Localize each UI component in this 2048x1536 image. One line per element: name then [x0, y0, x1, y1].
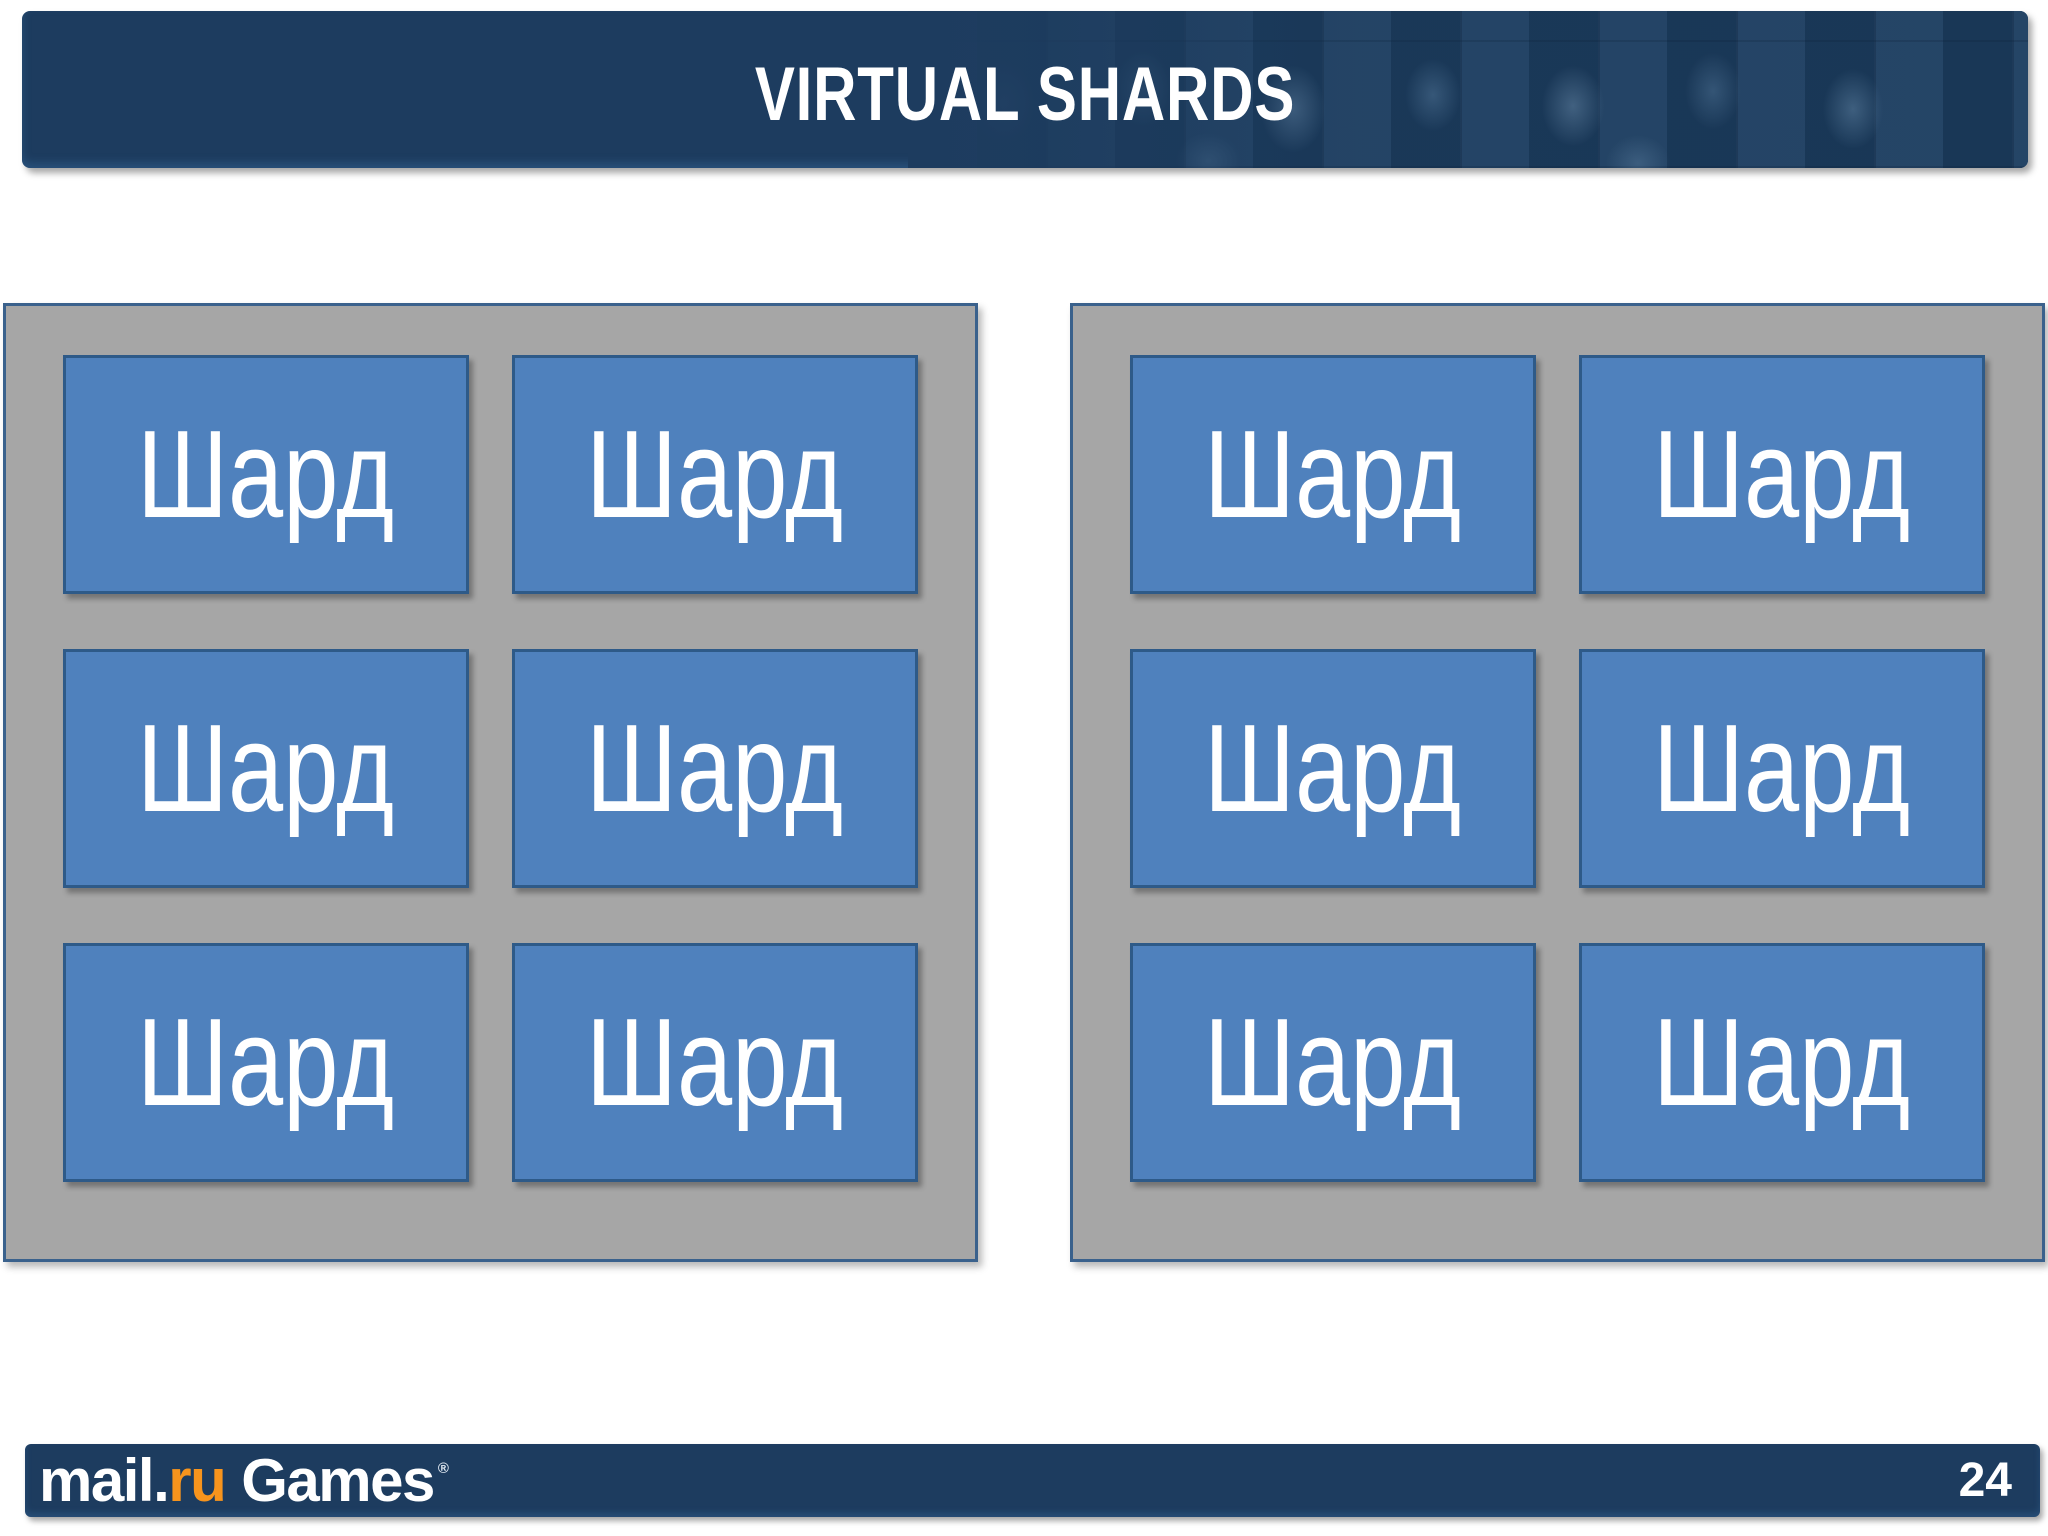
header-bar: VIRTUAL SHARDS	[22, 11, 2028, 168]
shard-group-right: Шард Шард Шард Шард Шард Шард	[1070, 303, 2045, 1262]
shard-label: Шард	[137, 405, 395, 544]
shard-box: Шард	[63, 355, 469, 594]
shard-group-left: Шард Шард Шард Шард Шард Шард	[3, 303, 978, 1262]
shard-label: Шард	[1204, 405, 1462, 544]
shard-box: Шард	[512, 649, 918, 888]
shard-box: Шард	[1579, 943, 1985, 1182]
shard-label: Шард	[586, 993, 844, 1132]
shard-box: Шард	[1579, 355, 1985, 594]
shard-label: Шард	[137, 699, 395, 838]
shard-label: Шард	[586, 699, 844, 838]
shard-box: Шард	[512, 355, 918, 594]
shard-box: Шард	[1130, 649, 1536, 888]
shard-label: Шард	[1653, 993, 1911, 1132]
photo-collage-background	[908, 11, 2028, 168]
logo-text-mail: mail	[39, 1446, 155, 1514]
shard-box: Шард	[1130, 355, 1536, 594]
page-number: 24	[1958, 1453, 2012, 1507]
shard-box: Шард	[63, 649, 469, 888]
shard-box: Шард	[63, 943, 469, 1182]
logo-text-games: Games	[241, 1446, 435, 1514]
shard-box: Шард	[1579, 649, 1985, 888]
shard-box: Шард	[1130, 943, 1536, 1182]
shard-label: Шард	[1204, 699, 1462, 838]
registered-trademark-icon: ®	[437, 1459, 449, 1477]
shard-label: Шард	[1204, 993, 1462, 1132]
logo-text-ru: ru	[168, 1446, 227, 1514]
shard-label: Шард	[137, 993, 395, 1132]
shard-label: Шард	[1653, 699, 1911, 838]
slide-title: VIRTUAL SHARDS	[754, 52, 1296, 137]
shard-box: Шард	[512, 943, 918, 1182]
shard-label: Шард	[586, 405, 844, 544]
shard-label: Шард	[1653, 405, 1911, 544]
logo-dot: .	[153, 1446, 170, 1514]
